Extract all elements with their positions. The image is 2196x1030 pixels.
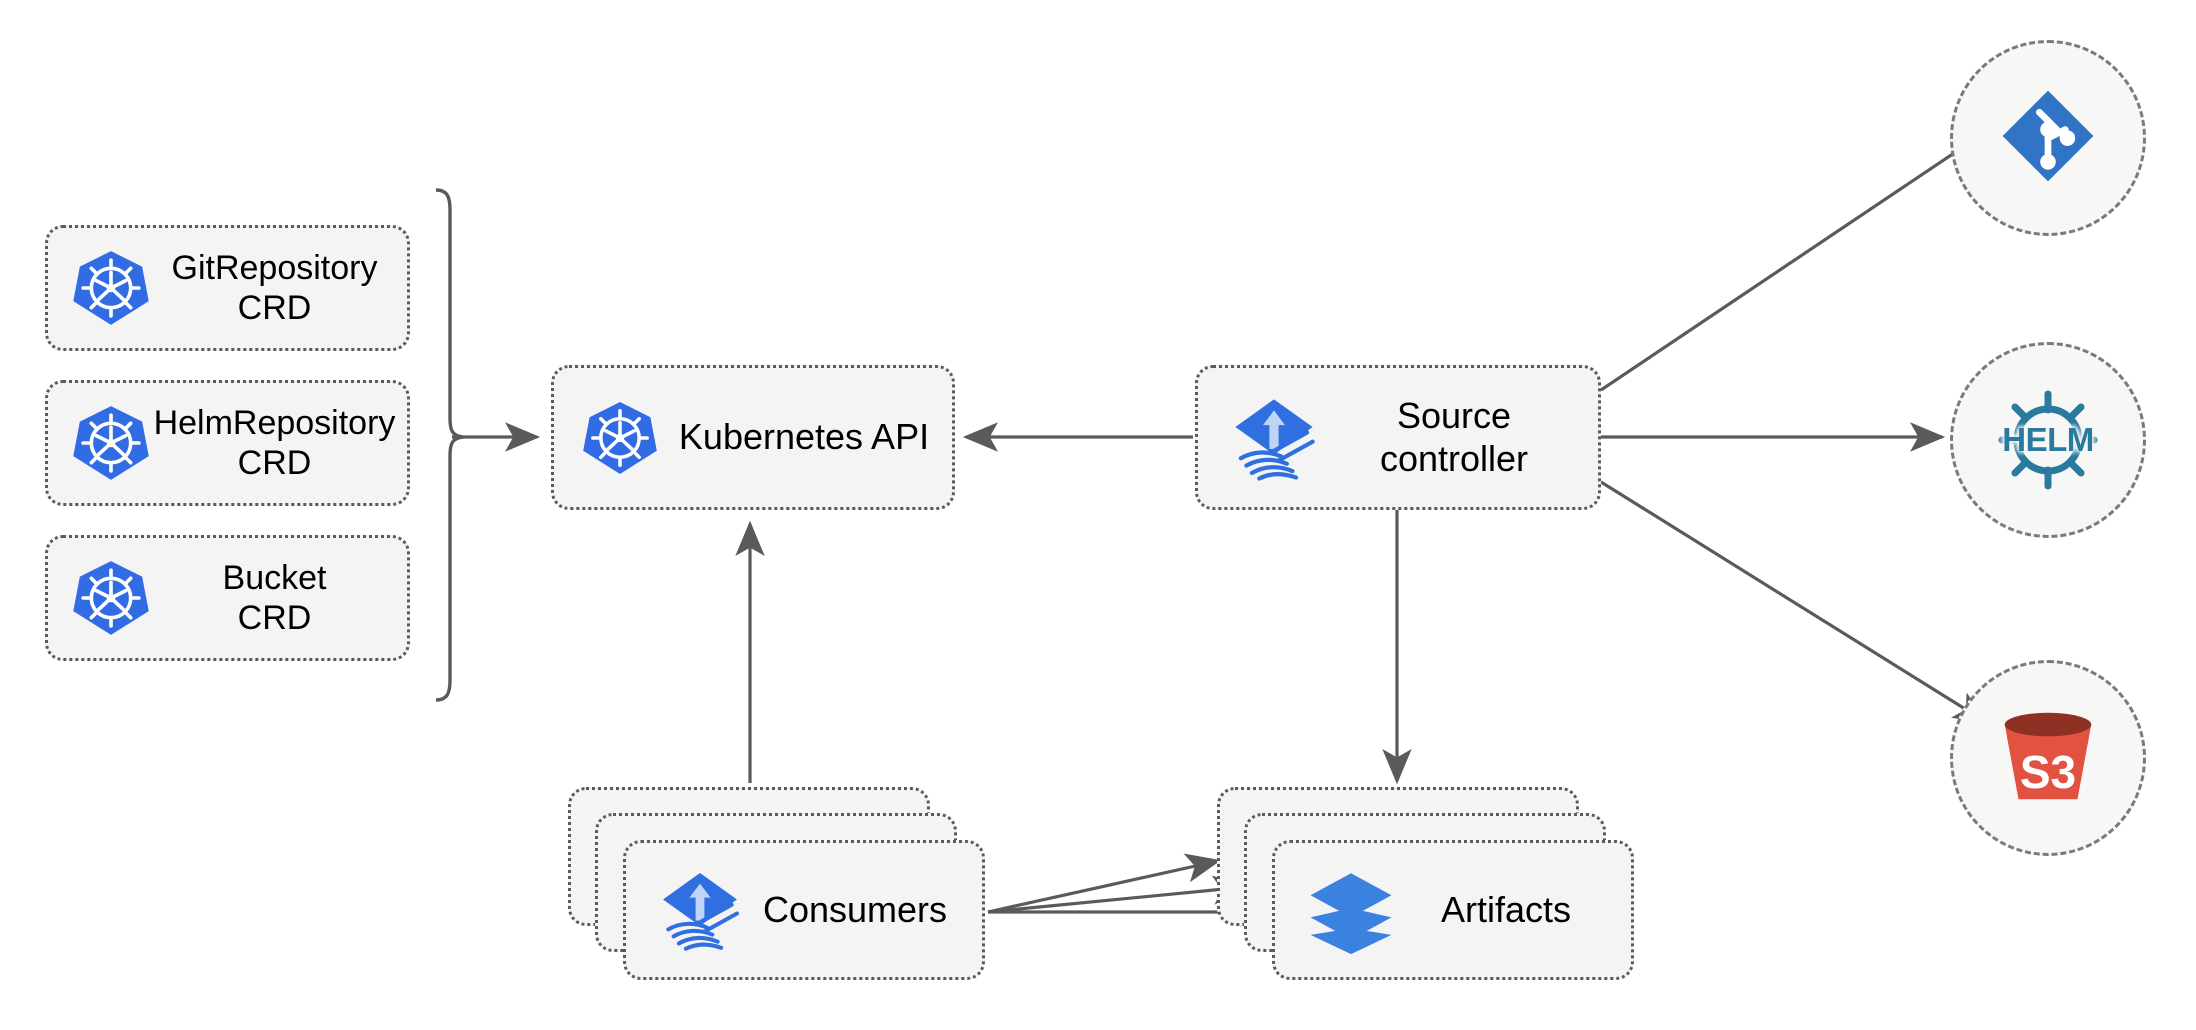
source-controller-label: Source controller bbox=[1379, 395, 1529, 479]
kubernetes-icon bbox=[580, 398, 660, 478]
helm-icon: HELM bbox=[1988, 380, 2108, 500]
kubernetes-icon bbox=[70, 402, 152, 484]
edge-source-to-s3 bbox=[1600, 480, 1989, 724]
crd-label: GitRepository CRD bbox=[171, 248, 378, 327]
artifacts-node[interactable]: Artifacts bbox=[1272, 840, 1634, 980]
flux-icon bbox=[656, 866, 744, 954]
kubernetes-icon bbox=[70, 557, 152, 639]
crd-box-gitrepository[interactable]: GitRepository CRD bbox=[45, 225, 410, 351]
consumers-stack[interactable]: Consumers bbox=[568, 787, 988, 983]
layers-icon bbox=[1305, 864, 1397, 956]
git-source-node[interactable] bbox=[1950, 40, 2146, 236]
source-controller-node[interactable]: Source controller bbox=[1195, 365, 1601, 510]
kubernetes-api-node[interactable]: Kubernetes API bbox=[551, 365, 955, 510]
crd-group-bracket bbox=[435, 188, 464, 702]
git-icon bbox=[1994, 82, 2102, 195]
edge-source-to-git bbox=[1600, 131, 1987, 392]
kubernetes-api-label: Kubernetes API bbox=[678, 416, 930, 458]
kubernetes-icon bbox=[70, 247, 152, 329]
consumers-node[interactable]: Consumers bbox=[623, 840, 985, 980]
crd-label: HelmRepository CRD bbox=[153, 403, 396, 482]
crd-label: Bucket CRD bbox=[222, 558, 327, 637]
artifacts-label: Artifacts bbox=[1440, 889, 1572, 930]
flux-icon bbox=[1228, 392, 1320, 484]
artifacts-stack[interactable]: Artifacts bbox=[1217, 787, 1637, 983]
edge-consumers-to-artifacts-2 bbox=[987, 875, 1249, 914]
crd-box-helmrepository[interactable]: HelmRepository CRD bbox=[45, 380, 410, 506]
helm-source-node[interactable]: HELM bbox=[1950, 342, 2146, 538]
s3-source-node[interactable]: S3 bbox=[1950, 660, 2146, 856]
edge-consumers-to-artifacts-1 bbox=[987, 853, 1222, 914]
consumers-label: Consumers bbox=[762, 889, 948, 930]
s3-icon: S3 bbox=[1989, 699, 2107, 817]
s3-wordmark: S3 bbox=[2019, 746, 2077, 798]
crd-box-bucket[interactable]: Bucket CRD bbox=[45, 535, 410, 661]
helm-wordmark: HELM bbox=[2002, 421, 2094, 458]
